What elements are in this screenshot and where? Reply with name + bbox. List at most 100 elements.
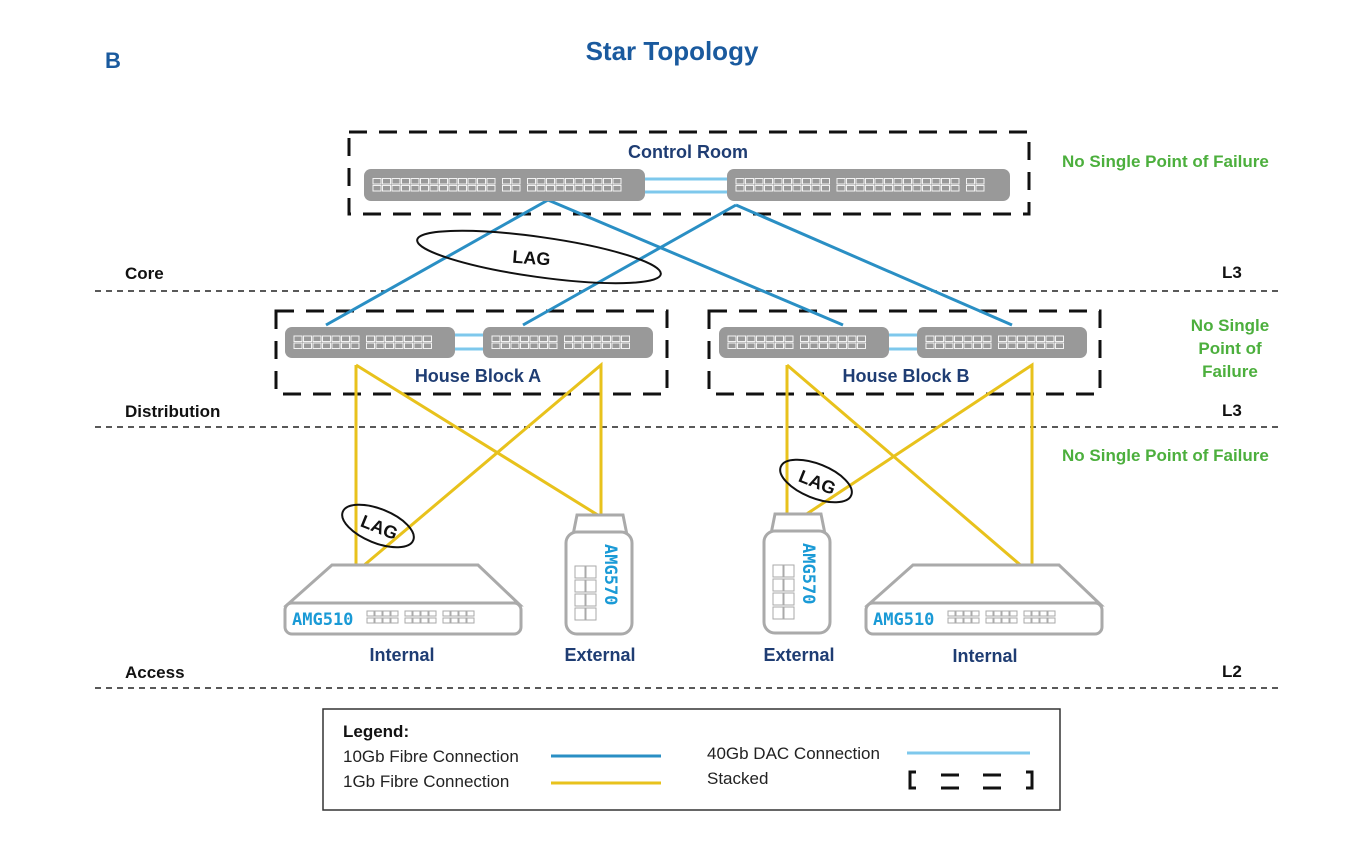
port <box>922 185 931 192</box>
port <box>783 606 795 620</box>
port <box>520 335 529 342</box>
device-role-external-b: External <box>763 645 834 665</box>
port <box>963 335 973 342</box>
port <box>413 335 423 342</box>
port <box>331 335 341 342</box>
port <box>312 342 322 349</box>
port <box>838 342 847 349</box>
port <box>783 185 792 192</box>
port <box>756 342 765 349</box>
port <box>884 178 893 185</box>
port <box>735 178 745 185</box>
port <box>1045 335 1055 342</box>
port <box>312 335 322 342</box>
port <box>612 178 622 185</box>
port <box>585 607 597 621</box>
port <box>341 342 350 349</box>
legend: Legend: 10Gb Fibre Connection 1Gb Fibre … <box>322 708 1061 811</box>
port <box>602 335 611 342</box>
port <box>1017 342 1026 349</box>
port <box>765 335 775 342</box>
port <box>973 335 982 342</box>
lag-access-a: LAG <box>341 503 415 549</box>
port <box>450 617 459 624</box>
port <box>1036 342 1045 349</box>
port <box>428 610 437 617</box>
port <box>611 335 621 342</box>
port <box>764 185 773 192</box>
port <box>941 185 950 192</box>
port <box>592 342 602 349</box>
port <box>491 342 501 349</box>
port <box>382 178 391 185</box>
port <box>448 185 458 192</box>
house-block-b-label: House Block B <box>842 366 969 386</box>
port <box>322 335 331 342</box>
port <box>963 610 972 617</box>
port <box>792 178 802 185</box>
lag-core: LAG <box>416 229 662 285</box>
port <box>448 178 458 185</box>
port <box>1055 335 1064 342</box>
port <box>529 342 539 349</box>
access-device-external-b: AMG570 <box>762 512 832 635</box>
port <box>603 185 612 192</box>
port <box>529 335 539 342</box>
port <box>401 185 410 192</box>
note-dist-line2: Point of <box>1198 339 1262 358</box>
port <box>954 342 963 349</box>
port <box>1026 335 1036 342</box>
port <box>893 178 903 185</box>
port <box>963 342 973 349</box>
port <box>491 335 501 342</box>
port <box>423 335 432 342</box>
port <box>366 335 375 342</box>
port <box>746 335 756 342</box>
port <box>502 185 511 192</box>
port <box>935 342 944 349</box>
port <box>954 335 963 342</box>
port <box>391 178 401 185</box>
port <box>1007 335 1017 342</box>
port <box>404 342 413 349</box>
model-amg570-b: AMG570 <box>798 543 818 604</box>
port <box>737 335 746 342</box>
port <box>971 610 980 617</box>
port <box>574 607 586 621</box>
port <box>374 617 383 624</box>
port <box>611 342 621 349</box>
port <box>585 565 597 579</box>
port <box>765 342 775 349</box>
port <box>966 185 975 192</box>
device-role-internal-a: Internal <box>369 645 434 665</box>
port <box>893 185 903 192</box>
port <box>574 178 584 185</box>
port <box>322 342 331 349</box>
port <box>458 617 467 624</box>
port <box>998 342 1007 349</box>
port <box>1045 342 1055 349</box>
port <box>993 617 1002 624</box>
link-cr1-hbb1 <box>547 198 844 327</box>
port <box>925 342 935 349</box>
core-switch-1 <box>364 169 645 201</box>
port <box>527 178 536 185</box>
port <box>372 185 382 192</box>
port <box>925 335 935 342</box>
port <box>773 185 783 192</box>
port <box>466 610 475 617</box>
port <box>955 617 964 624</box>
access-device-internal-a: AMG510 <box>283 563 524 636</box>
port <box>510 342 520 349</box>
port <box>539 342 548 349</box>
port <box>982 335 992 342</box>
port <box>745 185 754 192</box>
port <box>574 565 586 579</box>
link-cr1-hba1 <box>325 198 549 327</box>
links-house-block-a <box>354 361 603 576</box>
port <box>1036 335 1045 342</box>
port <box>548 335 558 342</box>
port <box>501 342 510 349</box>
port <box>564 335 573 342</box>
port <box>819 335 828 342</box>
